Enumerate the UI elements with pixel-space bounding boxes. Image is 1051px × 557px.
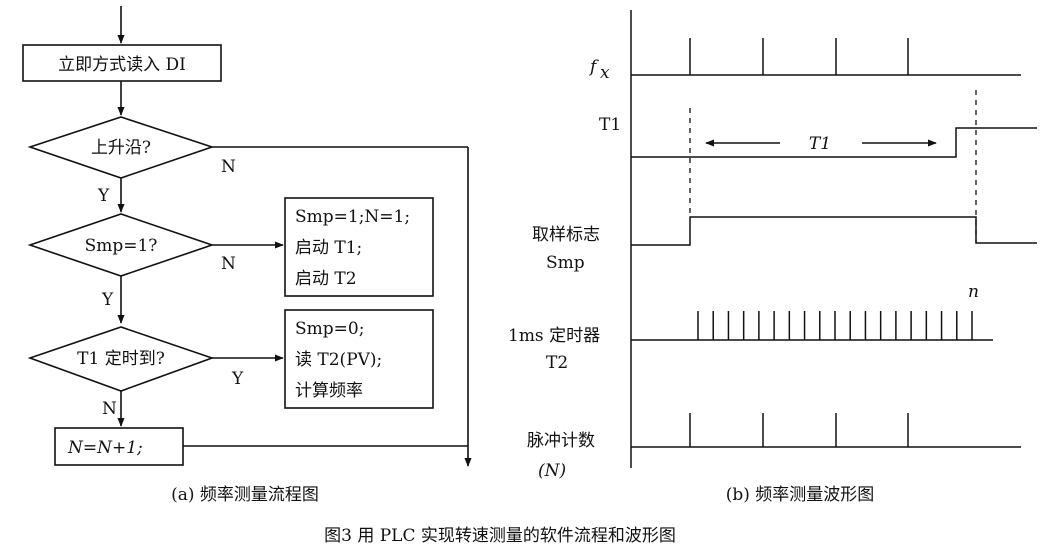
decision-rising-label: 上升沿? [91, 138, 151, 158]
read-di-label: 立即方式读入 DI [58, 55, 186, 75]
waveform-diagram: f x T1 T1 取样标志 Smp n 1ms 定时器 T2 脉冲计数 (N) [508, 10, 1037, 505]
compute-frequency-line-3: 计算频率 [295, 381, 363, 401]
decision-t1-label: T1 定时到? [77, 349, 165, 369]
decision-smp-label: Smp=1? [85, 236, 158, 256]
fx-subscript: x [600, 63, 610, 83]
start-timers-box [284, 197, 434, 297]
figure-caption: 图3 用 PLC 实现转速测量的软件流程和波形图 [324, 526, 676, 546]
fx-pulses [689, 38, 909, 75]
smp-no-label: N [221, 254, 236, 274]
smp-label-line-1: 取样标志 [532, 225, 600, 245]
flowchart-caption: (a) 频率测量流程图 [171, 485, 319, 505]
fx-label: f [588, 57, 599, 77]
count-label-line-1: 脉冲计数 [527, 431, 595, 451]
smp-label-line-2: Smp [546, 253, 585, 273]
t1-waveform [631, 127, 1037, 158]
t1-yes-label: Y [231, 369, 244, 389]
start-timers-line-2: 启动 T1; [295, 238, 362, 258]
read-di-box [22, 44, 222, 82]
t2-end-label: n [968, 282, 979, 302]
waveform-caption: (b) 频率测量波形图 [726, 485, 875, 505]
smp-yes-label: Y [101, 290, 114, 310]
increment-label: N=N+1; [67, 438, 143, 458]
flowchart: 立即方式读入 DI 上升沿? N Y Smp=1? N Y Smp=1;N=1;… [22, 6, 472, 505]
count-pulses [689, 413, 909, 447]
t1-no-label: N [102, 399, 117, 419]
start-timers-line-1: Smp=1;N=1; [295, 207, 410, 227]
t2-label-line-1: 1ms 定时器 [508, 326, 600, 346]
count-label-line-2: (N) [538, 461, 566, 481]
smp-waveform [631, 216, 1037, 246]
rising-yes-label: Y [97, 186, 110, 206]
t2-pulses [697, 311, 973, 340]
start-timers-line-3: 启动 T2 [295, 269, 357, 289]
rising-no-label: N [221, 157, 236, 177]
compute-frequency-line-2: 读 T2(PV); [295, 350, 382, 370]
compute-frequency-box [284, 309, 434, 409]
t2-label-line-2: T2 [546, 353, 568, 373]
t1-row-label: T1 [599, 115, 621, 135]
t1-span-label: T1 [809, 134, 831, 154]
compute-frequency-line-1: Smp=0; [295, 319, 364, 339]
